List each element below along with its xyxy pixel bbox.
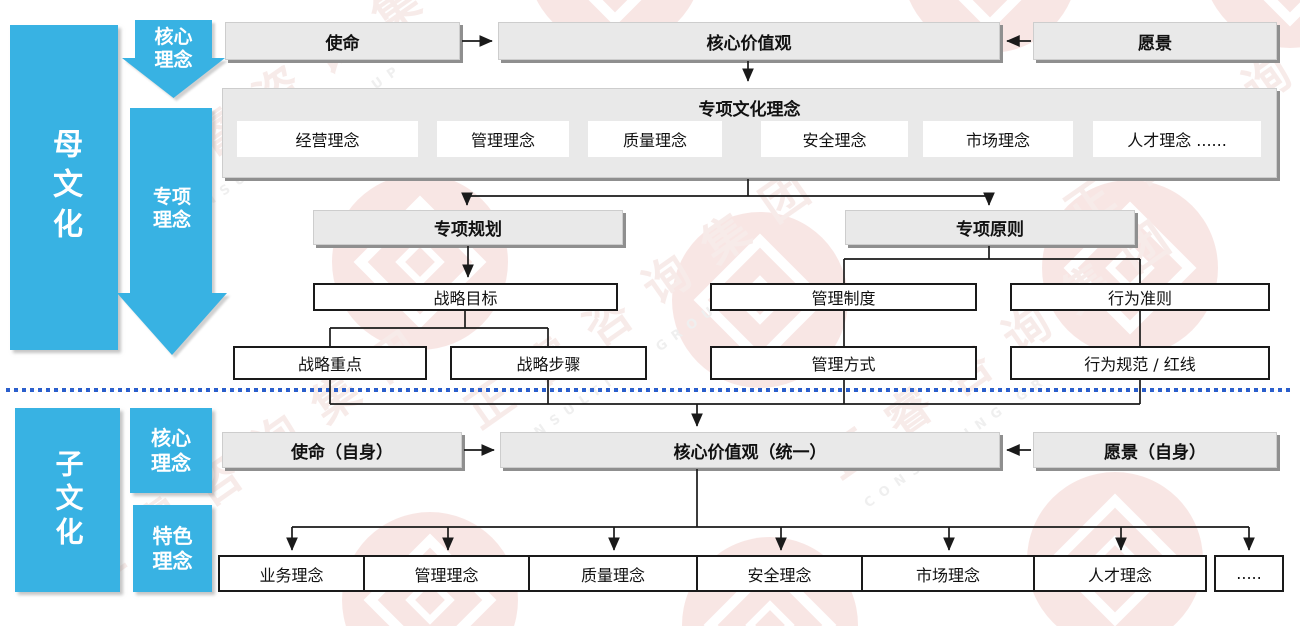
bottom-item-box: 管理理念 — [363, 555, 530, 592]
down-arrow-icon — [117, 108, 227, 355]
mission-box: 使命 — [225, 22, 460, 60]
core-concept-arrow: 核心理念 — [122, 20, 225, 98]
core-concept-arrow-label: 核心理念 — [154, 26, 193, 71]
bottom-item-box: 质量理念 — [528, 555, 698, 592]
special-item-box: 市场理念 — [923, 121, 1073, 157]
parent-culture-bar: 母文化 — [10, 25, 118, 350]
bottom-item-box: 安全理念 — [696, 555, 863, 592]
special-principles-box: 专项原则 — [845, 210, 1135, 245]
special-concept-arrow: 专项理念 — [117, 108, 227, 355]
down-arrow-icon — [122, 20, 225, 98]
management-system-box: 管理制度 — [710, 283, 977, 311]
management-method-box: 管理方式 — [710, 346, 977, 380]
child-culture-label: 子文化 — [51, 449, 85, 551]
core-concept-tag: 核心理念 — [130, 408, 212, 493]
sub-vision-box: 愿景（自身） — [1033, 432, 1277, 468]
section-divider-dotted-line — [6, 388, 1294, 392]
special-item-box: 质量理念 — [588, 121, 722, 157]
special-item-box: 安全理念 — [761, 121, 908, 157]
special-item-box: 人才理念 ...... — [1093, 121, 1261, 157]
behavior-norms-box: 行为规范 / 红线 — [1010, 346, 1270, 380]
special-concept-arrow-label: 专项理念 — [152, 186, 191, 231]
bottom-item-box: 市场理念 — [861, 555, 1035, 592]
special-culture-title: 专项文化理念 — [698, 100, 801, 120]
special-item-box: 经营理念 — [237, 121, 418, 157]
feature-concept-tag: 特色理念 — [133, 505, 212, 592]
bottom-item-box: ..... — [1214, 555, 1284, 592]
bottom-item-box: 人才理念 — [1033, 555, 1207, 592]
child-culture-bar: 子文化 — [15, 408, 120, 592]
strategy-steps-box: 战略步骤 — [450, 346, 647, 380]
special-item-box: 管理理念 — [437, 121, 569, 157]
core-values-box: 核心价值观 — [498, 22, 1000, 60]
sub-core-values-box: 核心价值观（统一） — [500, 432, 1000, 468]
strategy-goal-box: 战略目标 — [313, 283, 618, 311]
conduct-code-box: 行为准则 — [1010, 283, 1270, 311]
special-planning-box: 专项规划 — [313, 210, 623, 245]
bottom-item-box: 业务理念 — [218, 555, 365, 592]
parent-culture-label: 母文化 — [47, 127, 82, 248]
strategy-focus-box: 战略重点 — [233, 346, 427, 380]
sub-mission-box: 使命（自身） — [222, 432, 462, 468]
vision-box: 愿景 — [1033, 22, 1277, 60]
